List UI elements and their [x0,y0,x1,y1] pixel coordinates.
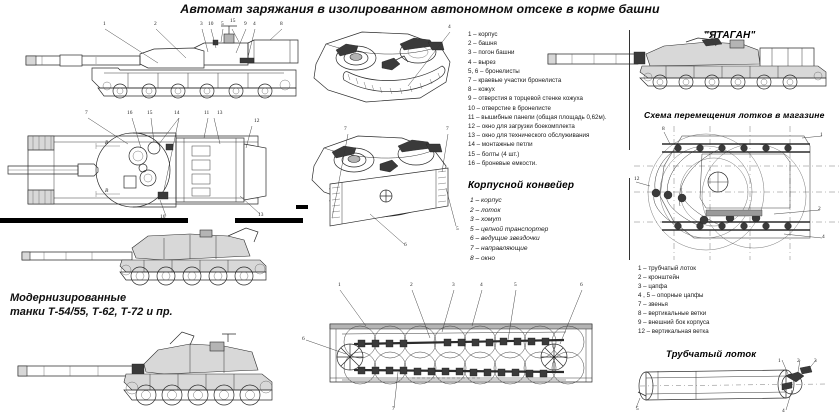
legend-item: 7 – краевые участки бронелиста [468,77,562,85]
legend-item: 2 – башня [468,40,497,48]
legend-item: 14 – монтажные петли [468,141,533,149]
callout-11: 11 [204,110,210,116]
callout-4: 4 [253,21,256,27]
tube-tray-diagram: 1 2 3 4 5 [635,358,836,414]
callout-9: 9 [244,21,247,27]
legend-item: 8 – вертикальные ветки [638,310,707,317]
legend-item: 16 – броневые емкости. [468,159,537,167]
dimension-b-bottom: B [105,188,109,194]
legend-item: 7 – звенья [638,301,668,308]
legend-item: 8 – окно [470,254,496,262]
page-title: Автомат заряжания в изолированном автоно… [180,2,660,16]
callout-6-turret: 6 [404,242,407,248]
legend-item: 1 – корпус [468,31,498,38]
hull-conveyor-section-diagram: 1 2 3 4 5 6 6 7 [302,282,602,414]
right-column-separator [629,178,630,260]
divider-tick-center [296,205,308,209]
legend-item: 12 – вертикальная ветка [638,328,709,335]
legend-item: 3 – хомут [470,216,502,224]
callout-5-turret: 5 [456,226,459,232]
legend-item: 6 – ведущие звездочки [470,235,540,243]
dimension-b-top: B [105,140,109,146]
legend-separator [629,30,630,150]
callout-1-magazine: 1 [820,132,823,138]
tank-side-view-diagram: 1 2 3 10 5 15 9 4 8 [8,18,308,104]
callout-1-tube: 1 [778,358,781,364]
legend-item: 1 – корпус [470,197,502,204]
legend-item: 8 – кожух [468,86,495,94]
callout-3-tube: 3 [814,358,817,364]
turret-assembly-upper-diagram: 4 [300,24,465,116]
legend-item: 9 – внешний бок корпуса [638,319,710,326]
legend-item: 3 – цапфа [638,283,668,290]
callout-15: 15 [230,18,236,24]
callout-16: 16 [127,110,133,116]
callout-3-conveyor: 3 [452,282,455,288]
callout-8: 8 [280,21,283,27]
callout-2-tube: 2 [797,358,800,364]
callout-2-conveyor: 2 [410,282,413,288]
callout-4-conveyor: 4 [480,282,483,288]
callout-5-conveyor: 5 [514,282,517,288]
callout-7-conveyor: 7 [392,406,395,412]
divider-rule-left2 [235,218,303,223]
callout-15: 15 [147,110,153,116]
callout-2: 2 [154,21,157,27]
modernized-tanks-caption: Модернизированные танки Т-54/55, Т-62, Т… [10,292,173,319]
legend-item: 15 – болты (4 шт.) [468,150,520,158]
modernized-caption-line2: танки Т-54/55, Т-62, Т-72 и пр. [10,305,173,318]
legend-item: 5, 6 – бронелисты [468,67,520,75]
legend-item: 11 – вышибные панели (общая площадь 0,62… [468,113,607,121]
callout-4-magazine: 4 [822,234,825,240]
turret-assembly-lower-diagram: 7 7 5 6 [296,122,471,250]
callout-5-tube: 5 [636,406,639,412]
legend-item: 4 – вырез [468,58,496,66]
legend-item: 2 – лоток [470,206,501,214]
callout-8-magazine: 8 [662,126,665,132]
legend-item: 5 – цепной транспортер [470,225,549,233]
legend-item: 9 – отверстия в торцевой стенке кожуха [468,95,583,103]
callout-12: 12 [254,118,260,124]
modernized-tank-1-diagram [14,226,294,292]
hull-conveyor-legend-list: 1 – корпус 2 – лоток 3 – хомут 5 – цепно… [470,196,620,263]
hull-conveyor-title: Корпусной конвейер [468,180,575,191]
callout-16-lower: 16 [160,214,166,220]
callout-7: 7 [85,110,88,116]
callout-6-conveyor-left: 6 [302,336,305,342]
legend-item: 10 – отверстие в бронелисте [468,104,551,112]
callout-1-conveyor: 1 [338,282,341,288]
legend-item: 2 – кронштейн [638,274,680,281]
legend-item: 7 – направляющие [470,244,528,252]
legend-item: 12 – окно для загрузки боекомплекта [468,123,575,131]
callout-6-conveyor-right: 6 [580,282,583,288]
callout-2-magazine: 2 [818,206,821,212]
callout-4-turret: 4 [448,24,451,30]
yatagan-tank-diagram [546,31,838,100]
legend-item: 1 – трубчатый лоток [638,265,696,272]
magazine-scheme-title: Схема перемещения лотков в магазине [644,110,825,120]
callout-7-turret-right: 7 [446,126,449,132]
callout-13-lower: 13 [258,212,264,218]
modernized-caption-line1: Модернизированные [10,292,127,304]
callout-14: 14 [174,110,180,116]
main-legend-list: 1 – корпус 2 – башня 3 – погон башни 4 –… [468,30,628,168]
tube-tray-title: Трубчатый лоток [666,348,757,359]
legend-item: 3 – погон башни [468,49,515,57]
tank-top-view-diagram: 7 16 15 14 11 13 12 13 16 B B [7,104,298,222]
callout-5: 5 [221,21,224,27]
callout-7-turret-left: 7 [344,126,347,132]
magazine-legend-list: 1 – трубчатый лоток 2 – кронштейн 3 – ца… [638,264,808,336]
yatagan-title: "ЯТАГАН" [704,30,756,41]
legend-item: 4 , 5 – опорные цапфы [638,292,704,299]
callout-13: 13 [217,110,223,116]
callout-10: 10 [208,21,214,27]
magazine-scheme-diagram: 1 2 4 8 12 [634,126,839,260]
divider-rule-left [0,218,188,223]
modernized-tank-2-diagram [14,320,299,410]
legend-item: 13 – окно для технического обслуживания [468,132,590,140]
callout-12-magazine: 12 [634,176,640,182]
callout-3: 3 [200,21,203,27]
callout-4-tube: 4 [782,408,785,414]
callout-1: 1 [103,21,106,27]
